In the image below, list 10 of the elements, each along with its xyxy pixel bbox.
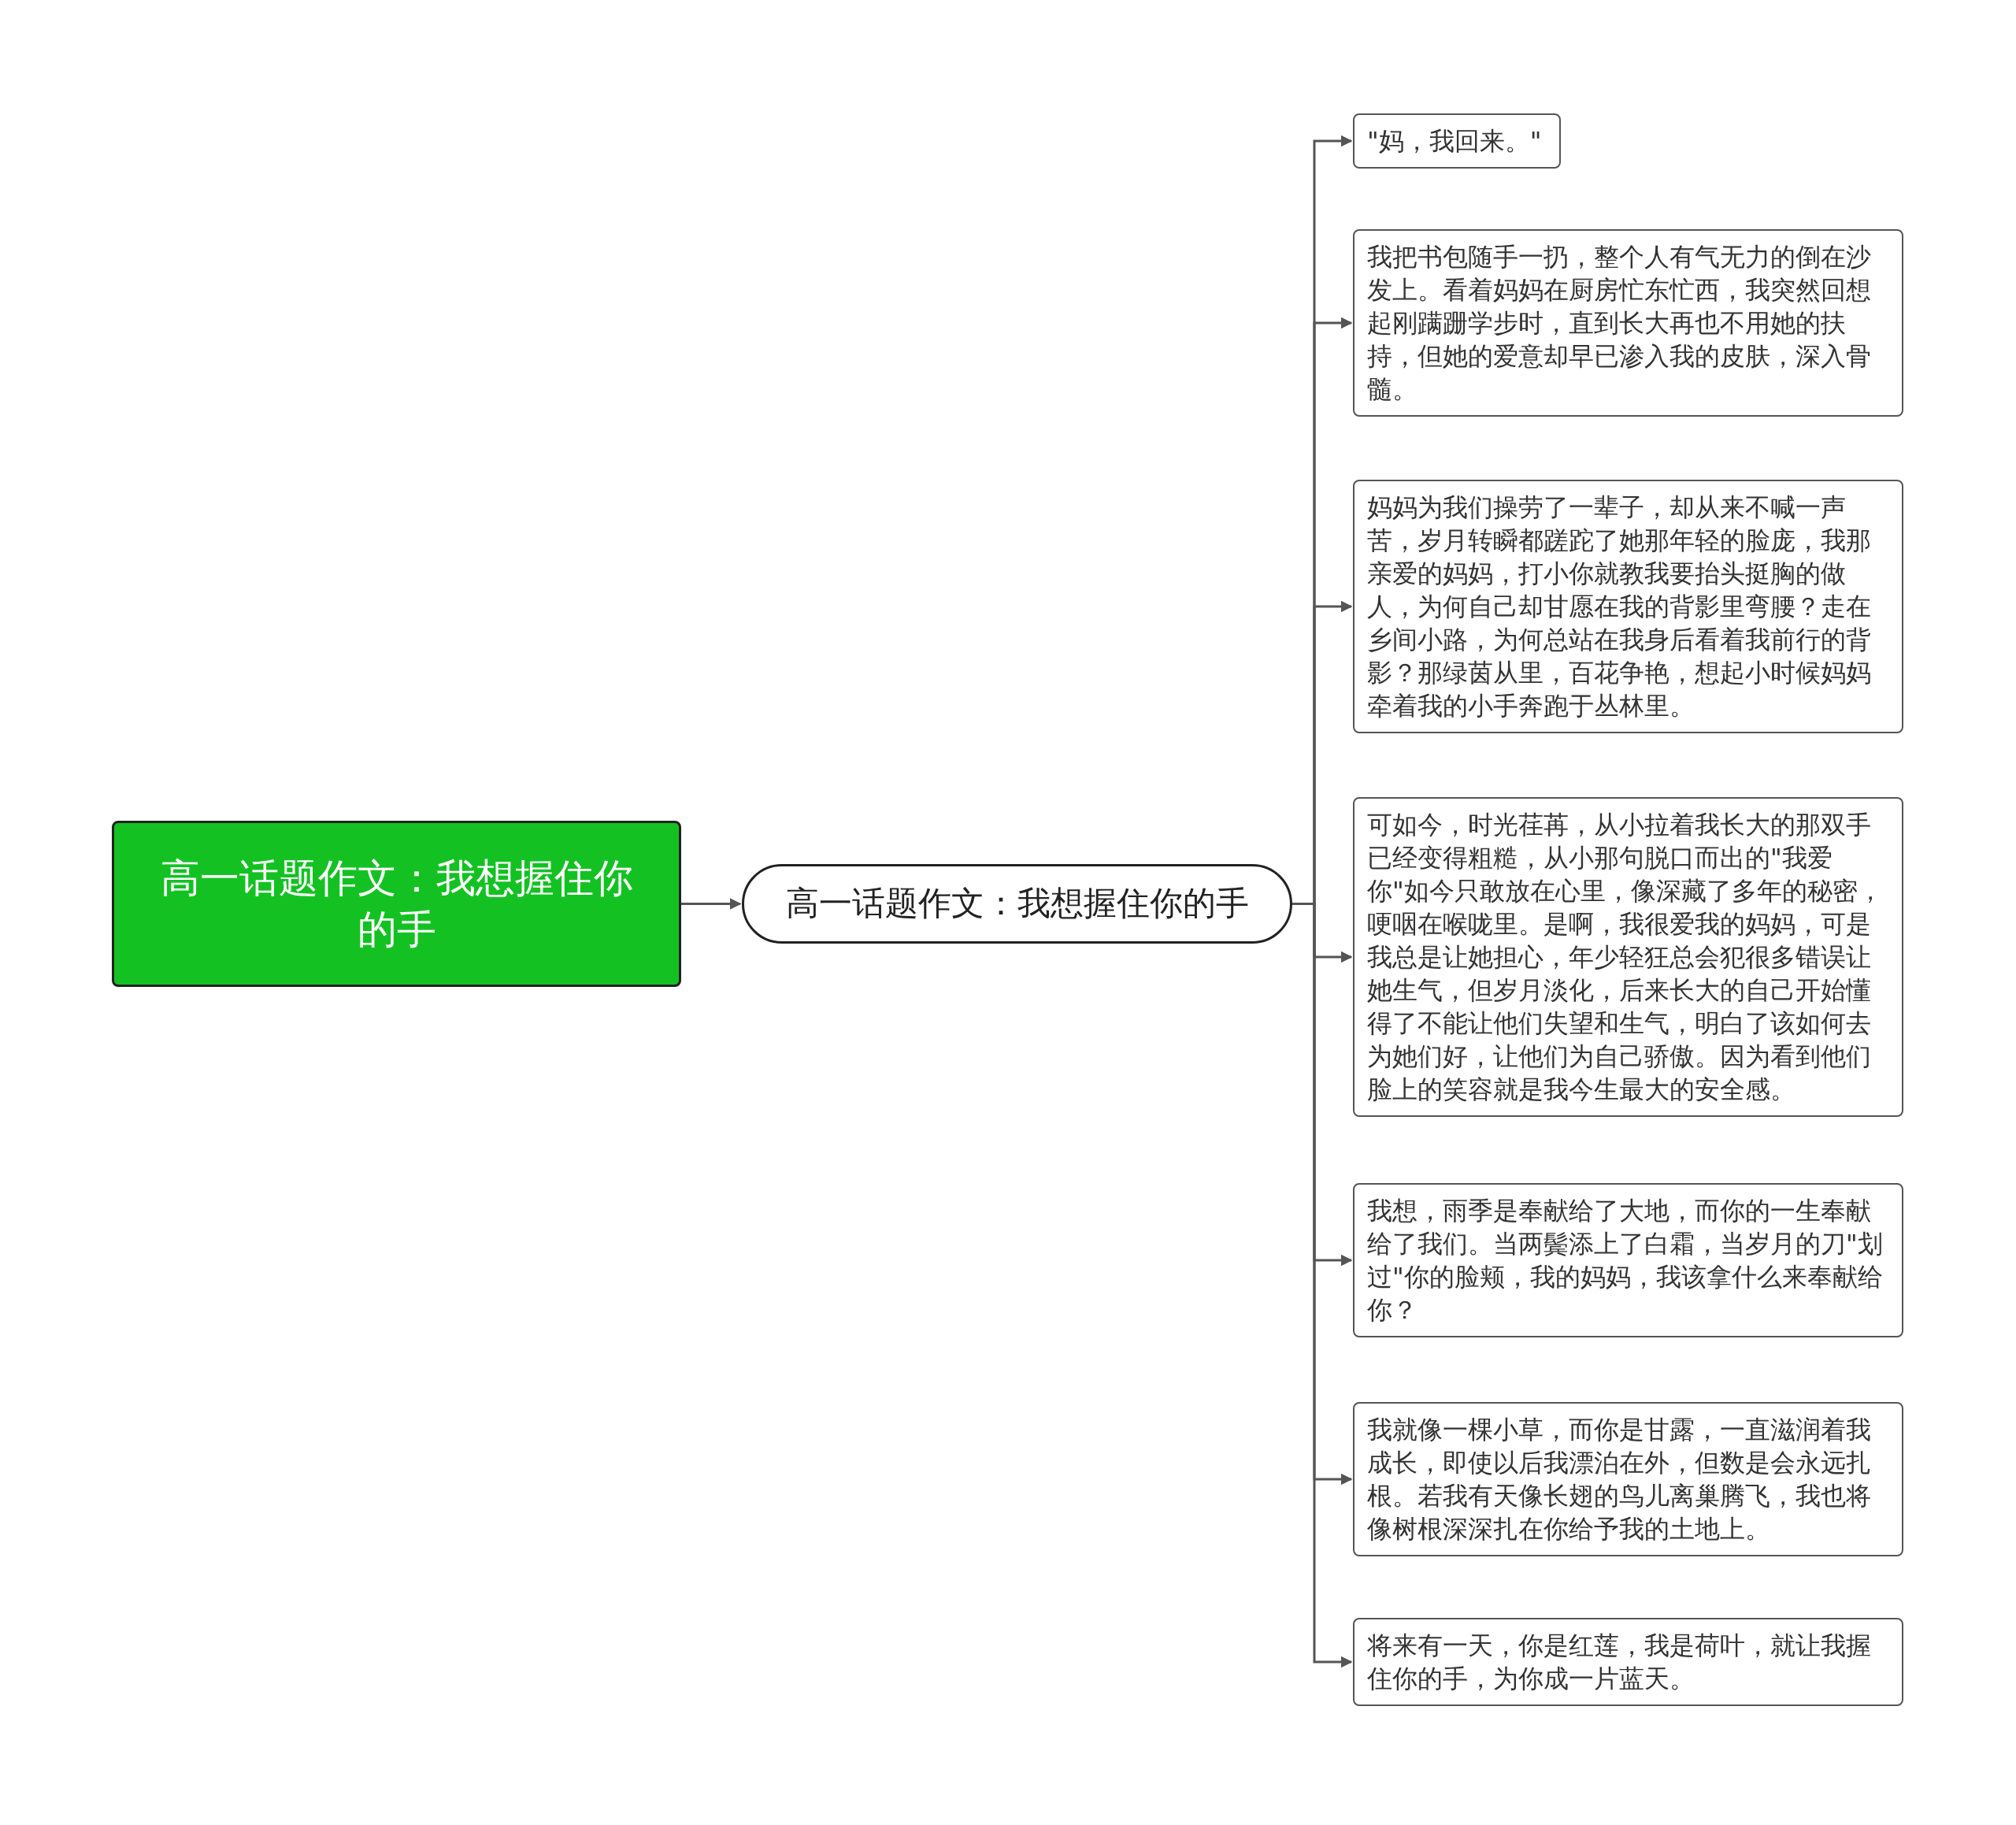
text-card: "妈，我回来。"	[1353, 113, 1561, 169]
text-card: 可如今，时光荏苒，从小拉着我长大的那双手已经变得粗糙，从小那句脱口而出的"我爱你"如今只敢放在心里，像深藏了多年的秘密，哽咽在喉咙里。是啊，我很爱我的妈妈，可是我总是让她担心，年少轻狂总会犯很多错误让她生气，但岁月淡化，后来长大的自己开始懂得了不能让他们失望和生气，明白了该如何去为她们好，让他们为自己骄傲。因为看到他们脸上的笑容就是我今生最大的安全感。	[1353, 797, 1903, 1117]
text-card: 我把书包随手一扔，整个人有气无力的倒在沙发上。看着妈妈在厨房忙东忙西，我突然回想起刚蹒跚学步时，直到长大再也不用她的扶持，但她的爱意却早已渗入我的皮肤，深入骨髓。	[1353, 229, 1903, 417]
topic-pill: 高一话题作文：我想握住你的手	[742, 864, 1292, 944]
root-topic-box: 高一话题作文：我想握住你的手	[112, 821, 681, 987]
connector-arrow	[681, 898, 742, 910]
text-card: 我就像一棵小草，而你是甘露，一直滋润着我成长，即使以后我漂泊在外，但数是会永远扎根。若我有天像长翅的鸟儿离巢腾飞，我也将像树根深深扎在你给予我的土地上。	[1353, 1402, 1903, 1556]
text-card: 妈妈为我们操劳了一辈子，却从来不喊一声苦，岁月转瞬都蹉跎了她那年轻的脸庞，我那亲爱的妈妈，打小你就教我要抬头挺胸的做人，为何自己却甘愿在我的背影里弯腰？走在乡间小路，为何总站在我身后看着我前行的背影？那绿茵从里，百花争艳，想起小时候妈妈牵着我的小手奔跑于丛林里。	[1353, 480, 1903, 733]
text-card: 我想，雨季是奉献给了大地，而你的一生奉献给了我们。当两鬓添上了白霜，当岁月的刀"划过"你的脸颊，我的妈妈，我该拿什么来奉献给你？	[1353, 1183, 1903, 1337]
text-card: 将来有一天，你是红莲，我是荷叶，就让我握住你的手，为你成一片蓝天。	[1353, 1618, 1903, 1706]
